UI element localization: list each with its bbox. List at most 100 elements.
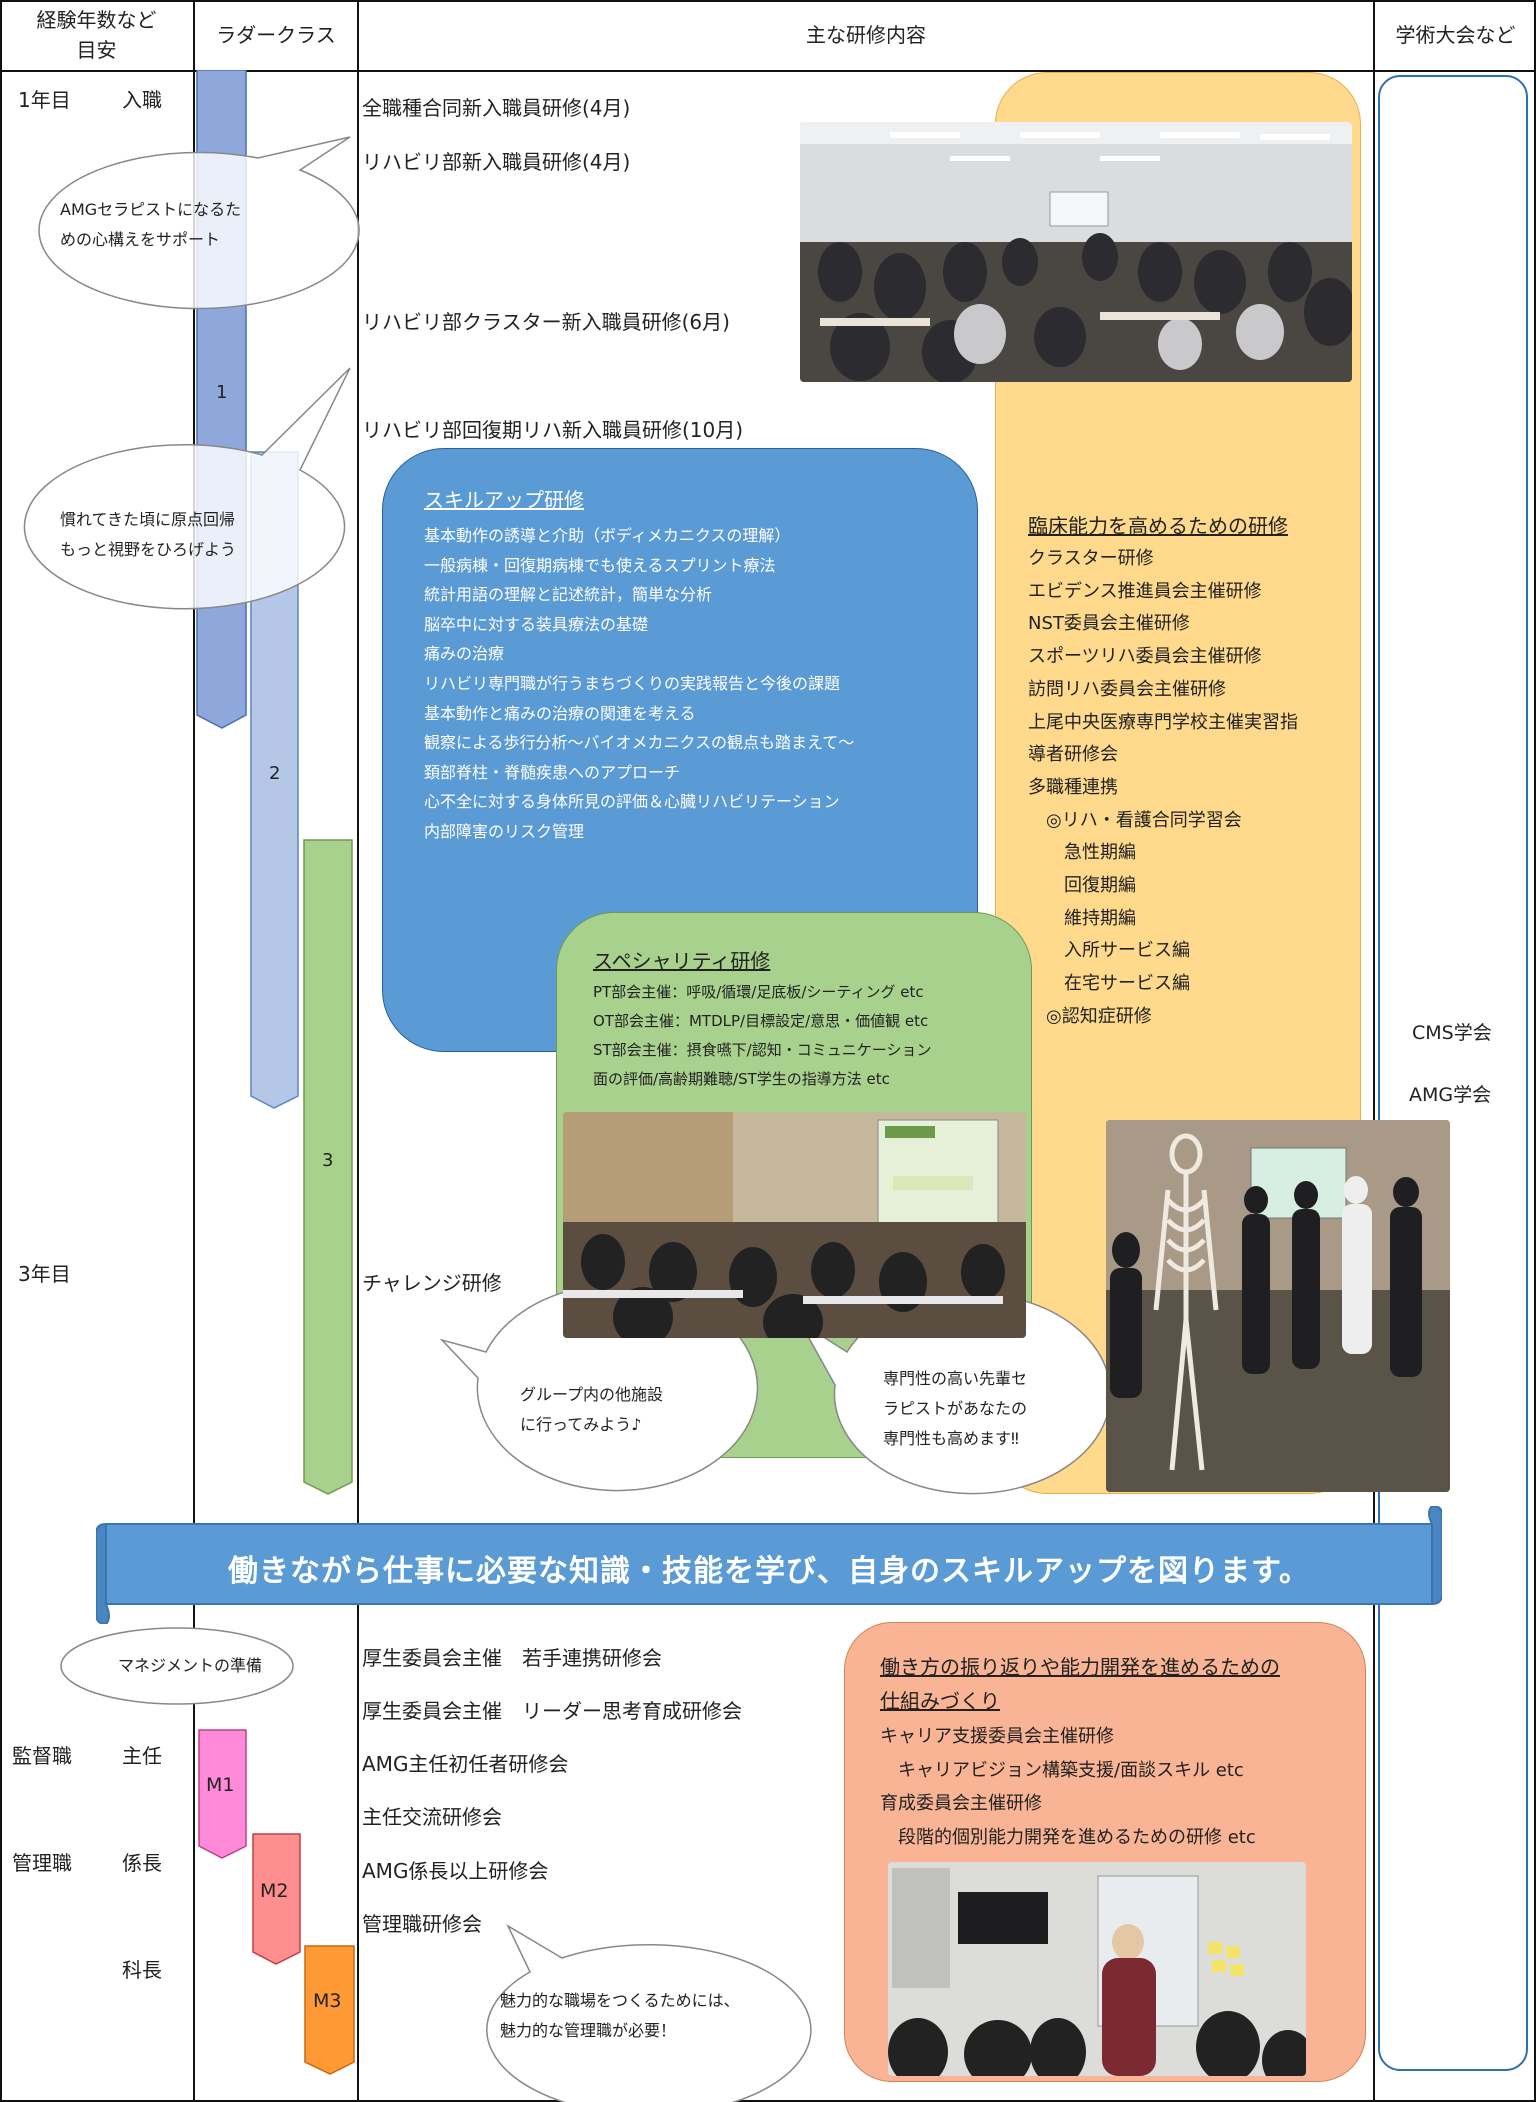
bubble-text-2: 慣れてきた頃に原点回帰もっと視野をひろげよう [60,510,237,559]
clinical-item: NST委員会主催研修 [1028,613,1190,635]
label-subsection-chief: 係長 [122,1851,162,1875]
seminar-photo-2 [563,1112,1026,1338]
skillup-item: 心不全に対する身体所見の評価＆心臓リハビリテーション [424,792,840,812]
clinical-item: スポーツリハ委員会主催研修 [1028,646,1262,668]
column-divider [1373,0,1375,2102]
banner-scroll [96,1506,1442,1624]
skillup-item: 基本動作と痛みの治療の関連を考える [424,703,696,723]
course-rehab-cluster: リハビリ部クラスター新入職員研修(6月) [362,310,730,334]
mgmt-course: 主任交流研修会 [362,1805,502,1829]
clinical-title: 臨床能力を高めるための研修 [1028,514,1288,538]
clinical-item: 急性期編 [1028,842,1136,864]
specialty-content: スペシャリティ研修 PT部会主催：呼吸/循環/足底板/シーティング etc OT… [593,945,931,1094]
label-supervisor: 監督職 [12,1744,72,1768]
skillup-item: 統計用語の理解と記述統計，簡単な分析 [424,585,713,605]
ladder-label-3: 3 [322,1150,334,1171]
academic-box [1378,75,1528,2071]
banner-text: 働きながら仕事に必要な知識・技能を学び、自身のスキルアップを図ります。 [228,1554,1310,1589]
label-manager: 管理職 [12,1851,72,1875]
ladder-label-m3: M3 [313,1990,342,2012]
clinical-item: ◎リハ・看護合同学習会 [1028,809,1242,831]
column-divider [193,0,195,2102]
academic-amg: AMG学会 [1409,1084,1492,1106]
career-content: 働き方の振り返りや能力開発を進めるための 仕組みづくり キャリア支援委員会主催研… [880,1650,1280,1854]
clinical-item: 導者研修会 [1028,744,1118,766]
ladder-label-1: 1 [216,382,228,403]
clinical-item: 維持期編 [1028,907,1136,929]
specialty-item: 面の評価/高齢期難聴/ST学生の指導方法 etc [593,1070,890,1088]
column-divider [357,0,359,2102]
speech-bubble-5 [60,1627,294,1705]
skillup-item: 基本動作の誘導と介助（ボディメカニクスの理解） [424,526,791,545]
practice-photo [1106,1120,1450,1492]
clinical-item: 多職種連携 [1028,776,1118,798]
skillup-item: 内部障害のリスク管理 [424,821,585,841]
bubble-text-4: 専門性の高い先輩セラピストがあなたの専門性も高めます‼ [883,1369,1028,1448]
label-entry: 入職 [122,88,162,112]
header-training-content: 主な研修内容 [806,23,926,47]
course-challenge: チャレンジ研修 [362,1271,502,1295]
clinical-item: 回復期編 [1028,875,1136,897]
mgmt-course: 管理職研修会 [362,1912,482,1936]
skillup-item: 頚部脊柱・脊髄疾患へのアプローチ [424,762,681,782]
career-item: 育成委員会主催研修 [880,1793,1042,1814]
ladder-label-2: 2 [269,763,281,784]
ladder-arrow-m1 [198,1729,247,1859]
skillup-item: 一般病棟・回復期病棟でも使えるスプリント療法 [424,555,776,575]
course-rehab-newstaff: リハビリ部新入職員研修(4月) [362,150,631,174]
group-session-photo [888,1862,1306,2076]
seminar-photo-1 [800,122,1352,382]
clinical-item: 入所サービス編 [1028,940,1190,962]
ladder-arrow-3 [303,839,353,1495]
clinical-content: 臨床能力を高めるための研修 クラスター研修 エビデンス推進員会主催研修 NST委… [1028,510,1298,1034]
academic-cms: CMS学会 [1412,1022,1492,1044]
mgmt-course: AMG主任初任者研修会 [362,1752,569,1776]
bubble-text-5: マネジメントの準備 [118,1656,263,1675]
label-year1: 1年目 [18,88,71,112]
clinical-item: クラスター研修 [1028,548,1154,569]
seminar-photo-2-illustration [563,1112,1026,1338]
ladder-arrow-m2 [252,1833,301,1965]
career-title: 働き方の振り返りや能力開発を進めるための 仕組みづくり [880,1655,1280,1713]
label-chief: 主任 [122,1744,162,1768]
course-all-staff: 全職種合同新入職員研修(4月) [362,96,631,120]
ladder-arrow-m3 [304,1945,355,2075]
speech-bubble-2 [23,367,351,610]
practice-photo-illustration [1106,1120,1450,1492]
career-item: キャリアビジョン構築支援/面談スキル etc [880,1759,1244,1781]
skillup-item: 痛みの治療 [424,644,505,664]
header-academic: 学術大会など [1395,23,1516,47]
clinical-item: エビデンス推進員会主催研修 [1028,580,1262,602]
header-experience: 経験年数など 目安 [36,8,157,62]
bubble-text-6: 魅力的な職場をつくるためには、魅力的な管理職が必要！ [500,1991,740,2040]
ladder-label-m1: M1 [206,1774,235,1796]
skillup-content: スキルアップ研修 基本動作の誘導と介助（ボディメカニクスの理解） 一般病棟・回復… [424,484,854,847]
clinical-item: 訪問リハ委員会主催研修 [1028,678,1226,700]
label-section-chief: 科長 [122,1958,162,1982]
speech-bubble-1 [38,136,360,310]
course-rehab-recovery: リハビリ部回復期リハ新入職員研修(10月) [362,418,744,442]
clinical-item: 上尾中央医療専門学校主催実習指 [1028,711,1298,733]
clinical-item: ◎認知症研修 [1028,1005,1152,1027]
ladder-label-m2: M2 [260,1880,289,1902]
skillup-item: 観察による歩行分析～バイオメカニクスの観点も踏まえて～ [424,733,855,753]
skillup-item: リハビリ専門職が行うまちづくりの実践報告と今後の課題 [424,673,841,693]
clinical-item: 在宅サービス編 [1028,973,1190,995]
mgmt-course: 厚生委員会主催 リーダー思考育成研修会 [362,1699,742,1723]
specialty-item: ST部会主催：摂食嚥下/認知・コミュニケーション [593,1041,932,1059]
specialty-title: スペシャリティ研修 [593,949,771,973]
header-divider [0,70,1536,72]
skillup-title: スキルアップ研修 [424,488,584,512]
group-session-photo-illustration [888,1862,1306,2076]
specialty-item: PT部会主催：呼吸/循環/足底板/シーティング etc [593,983,924,1001]
skillup-item: 脳卒中に対する装具療法の基礎 [424,614,649,634]
career-item: 段階的個別能力開発を進めるための研修 etc [880,1826,1256,1848]
mgmt-course: AMG係長以上研修会 [362,1859,549,1883]
career-item: キャリア支援委員会主催研修 [880,1726,1114,1747]
bubble-text-1: AMGセラピストになるための心構えをサポート [60,200,242,249]
mgmt-course: 厚生委員会主催 若手連携研修会 [362,1646,662,1670]
speech-bubble-6 [486,1924,812,2102]
specialty-item: OT部会主催：MTDLP/目標設定/意思・価値観 etc [593,1012,929,1030]
bubble-text-3: グループ内の他施設に行ってみよう♪ [520,1385,664,1434]
